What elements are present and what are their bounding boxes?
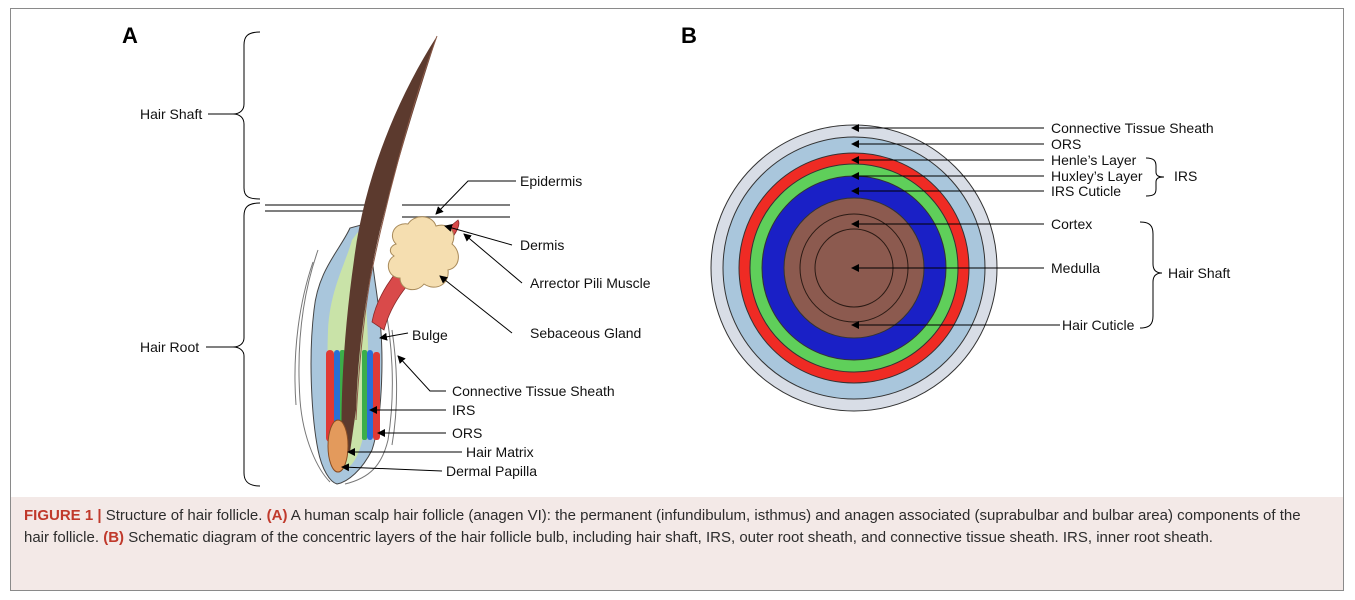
caption-a-tag: (A) (267, 507, 288, 524)
hair-shaft-group-label: Hair Shaft (1168, 265, 1230, 281)
hair-matrix-label: Hair Matrix (466, 444, 534, 460)
bulge-label: Bulge (412, 327, 448, 343)
medulla-label: Medulla (1051, 260, 1100, 276)
irs-group-label: IRS (1174, 168, 1197, 184)
dermis-label: Dermis (520, 237, 564, 253)
figure-caption: FIGURE 1 | Structure of hair follicle. (… (24, 505, 1324, 549)
hair-cuticle-label: Hair Cuticle (1062, 317, 1135, 333)
caption-b-text: Schematic diagram of the concentric laye… (124, 529, 1213, 546)
hair-shaft-group-bracket (1140, 222, 1162, 328)
caption-b-tag: (B) (103, 529, 124, 546)
hair-root-bracket (233, 203, 260, 486)
dermal-papilla-shape (328, 420, 348, 472)
caption-figure-label: FIGURE 1 | (24, 507, 102, 524)
sebaceous-gland-label: Sebaceous Gland (530, 325, 641, 341)
hair-shaft-bracket (233, 32, 260, 199)
henle-layer-label: Henle’s Layer (1051, 152, 1137, 168)
huxley-layer-label: Huxley’s Layer (1051, 168, 1143, 184)
hair-root-label: Hair Root (140, 339, 199, 355)
hair-shaft-label: Hair Shaft (140, 106, 202, 122)
cortex-label: Cortex (1051, 216, 1092, 232)
panel-a-label: A (122, 23, 138, 48)
irs-cuticle-label: IRS Cuticle (1051, 183, 1121, 199)
epidermis-label: Epidermis (520, 173, 582, 189)
irs-group-bracket (1146, 158, 1164, 196)
ors-label-a: ORS (452, 425, 482, 441)
dermal-papilla-label: Dermal Papilla (446, 463, 537, 479)
irs-label-a: IRS (452, 402, 475, 418)
cts-label-b: Connective Tissue Sheath (1051, 120, 1214, 136)
caption-intro: Structure of hair follicle. (102, 507, 267, 524)
arrector-pili-label: Arrector Pili Muscle (530, 275, 651, 291)
ors-label-b: ORS (1051, 136, 1081, 152)
panel-b-label: B (681, 23, 697, 48)
skin-surface (265, 205, 510, 217)
connective-tissue-label-a: Connective Tissue Sheath (452, 383, 615, 399)
